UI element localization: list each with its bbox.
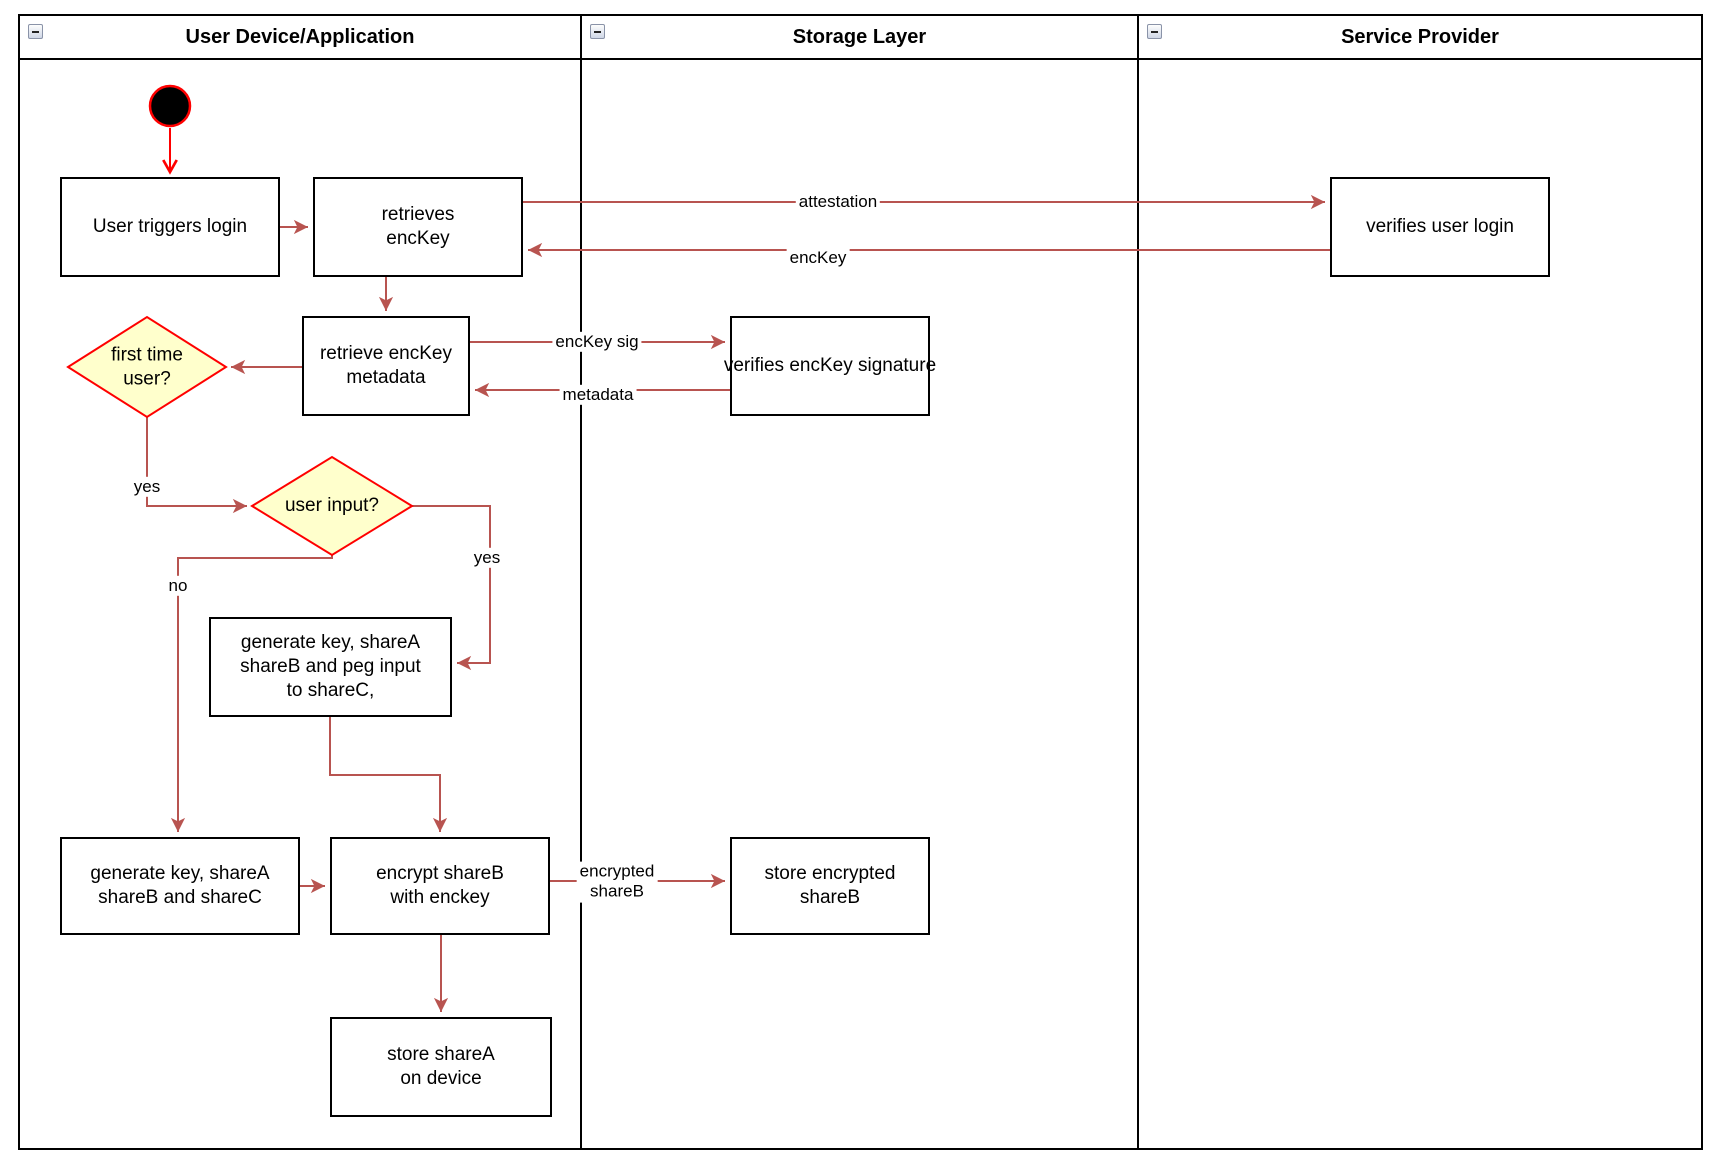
task-label: encrypt shareB with enckey (376, 862, 504, 908)
decision-first-time-user[interactable] (66, 315, 228, 419)
swimlane-pool: User Device/Application Storage Layer Se… (18, 14, 1703, 1150)
task-retrieves-enckey[interactable]: retrieves encKey (313, 177, 523, 277)
task-verifies-enckey-signature[interactable]: verifies encKey signature (724, 316, 936, 416)
task-label: generate key, shareA shareB and peg inpu… (240, 631, 421, 702)
task-label: store encrypted shareB (764, 862, 896, 908)
task-label: retrieve encKey metadata (319, 342, 452, 388)
lane-title: User Device/Application (185, 25, 415, 48)
decision-label-user-input: user input? (284, 495, 380, 517)
edge-label-yes-first-time[interactable]: yes (130, 476, 164, 498)
edge-label-attestation[interactable]: attestation (795, 191, 881, 213)
edge-label-enckey[interactable]: encKey (786, 247, 850, 269)
lane-header-user-device-application[interactable]: User Device/Application (20, 16, 580, 60)
start-node[interactable] (148, 84, 192, 128)
edge-label-yes-user-input[interactable]: yes (470, 547, 504, 569)
decision-label-first-time-user: first time user? (111, 344, 183, 389)
edge-label-no-user-input[interactable]: no (165, 575, 191, 597)
collapse-minus-icon[interactable] (590, 24, 605, 39)
lane-storage-layer[interactable]: Storage Layer (582, 16, 1139, 1148)
lane-header-service-provider[interactable]: Service Provider (1139, 16, 1701, 60)
task-store-sharea-on-device[interactable]: store shareA on device (330, 1017, 552, 1117)
task-encrypt-shareb[interactable]: encrypt shareB with enckey (330, 837, 550, 935)
edge-user-input-yes[interactable] (412, 505, 491, 671)
collapse-minus-icon[interactable] (28, 24, 43, 39)
task-label: User triggers login (92, 215, 248, 237)
edge-peg-box-to-encrypt[interactable] (329, 717, 448, 832)
task-label: retrieves encKey (381, 203, 455, 249)
edge-user-input-no[interactable] (170, 555, 333, 832)
decision-user-input[interactable] (250, 455, 414, 557)
collapse-minus-icon[interactable] (1147, 24, 1162, 39)
lane-service-provider[interactable]: Service Provider (1139, 16, 1701, 1148)
task-generate-key-sharec[interactable]: generate key, shareA shareB and shareC (60, 837, 300, 935)
lane-title: Service Provider (1341, 25, 1499, 48)
task-label: store shareA on device (387, 1043, 495, 1089)
task-retrieve-enckey-metadata[interactable]: retrieve encKey metadata (302, 316, 470, 416)
task-verifies-user-login[interactable]: verifies user login (1330, 177, 1550, 277)
lane-title: Storage Layer (792, 25, 927, 48)
lane-user-device-application[interactable]: User Device/Application (20, 16, 582, 1148)
edge-label-encrypted-shareb[interactable]: encrypted shareB (576, 861, 658, 903)
task-generate-key-peg-input[interactable]: generate key, shareA shareB and peg inpu… (209, 617, 452, 717)
edge-label-metadata[interactable]: metadata (559, 384, 637, 406)
task-label: verifies user login (1366, 215, 1514, 237)
task-label: verifies encKey signature (723, 354, 937, 376)
edge-first-time-yes[interactable] (146, 417, 247, 514)
edge-label-enckey-sig[interactable]: encKey sig (552, 331, 642, 353)
task-user-triggers-login[interactable]: User triggers login (60, 177, 280, 277)
lane-header-storage-layer[interactable]: Storage Layer (582, 16, 1137, 60)
task-label: generate key, shareA shareB and shareC (90, 862, 270, 908)
task-store-encrypted-shareb[interactable]: store encrypted shareB (730, 837, 930, 935)
